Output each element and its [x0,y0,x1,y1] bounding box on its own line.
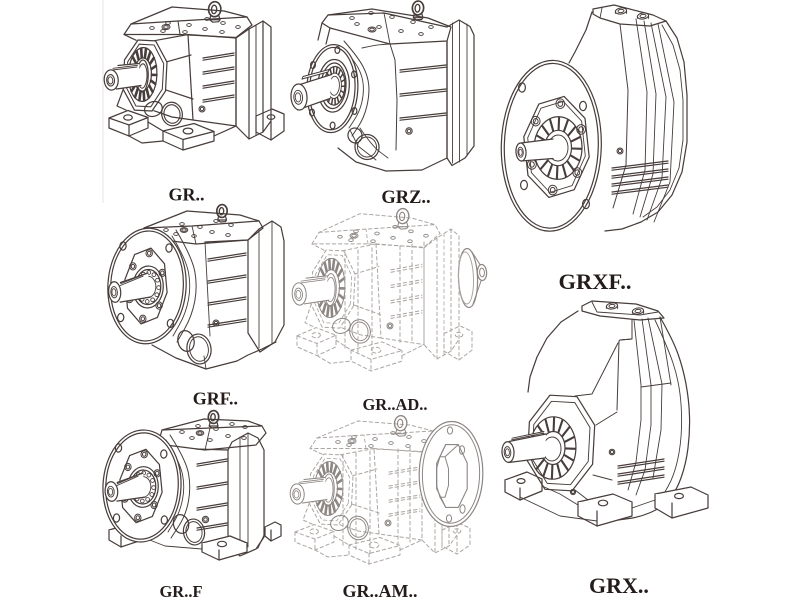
svg-text:GRF..: GRF.. [193,388,238,408]
svg-text:GRXF..: GRXF.. [559,269,632,294]
svg-text:GRZ..: GRZ.. [381,188,430,208]
svg-text:GR..AD..: GR..AD.. [362,395,427,414]
svg-text:GR..: GR.. [169,185,205,205]
svg-text:GR..F: GR..F [159,582,202,600]
svg-text:GRX..: GRX.. [589,573,649,598]
svg-text:GR..AM..: GR..AM.. [343,581,418,600]
